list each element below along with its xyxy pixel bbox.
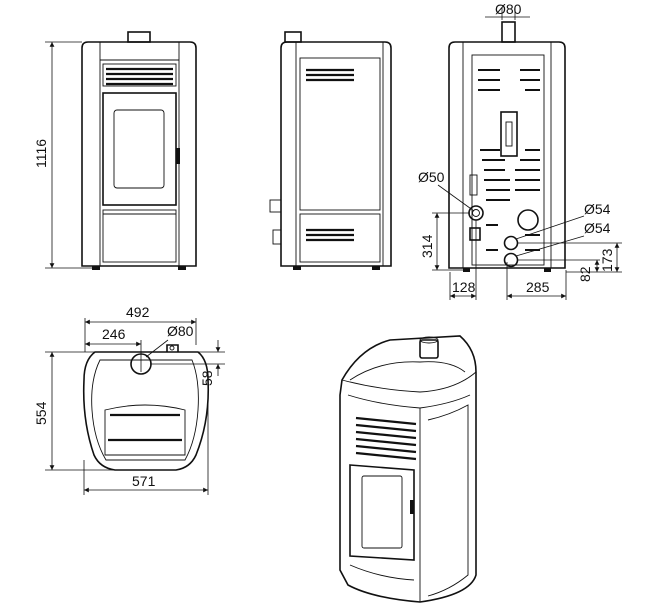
flue-offset-label: 246 [102, 326, 126, 342]
back-plate [500, 111, 518, 157]
pipe-upper-label: Ø54 [584, 201, 611, 217]
door-glass [113, 109, 165, 189]
air-inlet-label: Ø50 [418, 169, 445, 185]
air-inlet-height-label: 314 [419, 234, 435, 258]
front-view [81, 31, 197, 270]
top-dimensions: 492 246 Ø80 58 554 571 [33, 304, 225, 495]
pipe-lower-port [503, 252, 519, 268]
pipe-upper-height-label: 173 [599, 248, 615, 272]
perspective-door-glass [361, 475, 403, 549]
air-inlet-port [468, 205, 484, 221]
height-dimension: 1116 [33, 41, 92, 269]
back-vents [478, 69, 540, 251]
perspective-door [349, 464, 415, 561]
air-inlet-offset-label: 128 [452, 279, 476, 295]
top-view [82, 344, 210, 471]
height-label: 1116 [33, 139, 49, 168]
top-depth-width-label: 492 [126, 304, 150, 320]
flue-depth-label: 58 [199, 370, 215, 386]
back-flue-label: Ø80 [495, 1, 522, 17]
side-view [269, 31, 392, 270]
back-dimensions: Ø80 Ø50 314 128 285 Ø54 Ø54 82 173 [418, 1, 622, 300]
perspective-view [339, 335, 477, 603]
front-grille [102, 63, 177, 87]
pipe-lower-height-label: 82 [577, 266, 593, 282]
back-flue-pipe [501, 21, 516, 43]
pipe-offset-label: 285 [526, 279, 550, 295]
pipe-lower-label: Ø54 [584, 220, 611, 236]
depth-label: 554 [33, 401, 49, 425]
door-handle [176, 148, 180, 164]
back-view [448, 21, 566, 272]
side-vents [306, 68, 354, 242]
perspective-flue [419, 339, 439, 359]
top-flue-label: Ø80 [167, 323, 194, 339]
pipe-upper-port [503, 235, 519, 251]
perspective-grille [355, 416, 417, 461]
width-label: 571 [132, 473, 156, 489]
